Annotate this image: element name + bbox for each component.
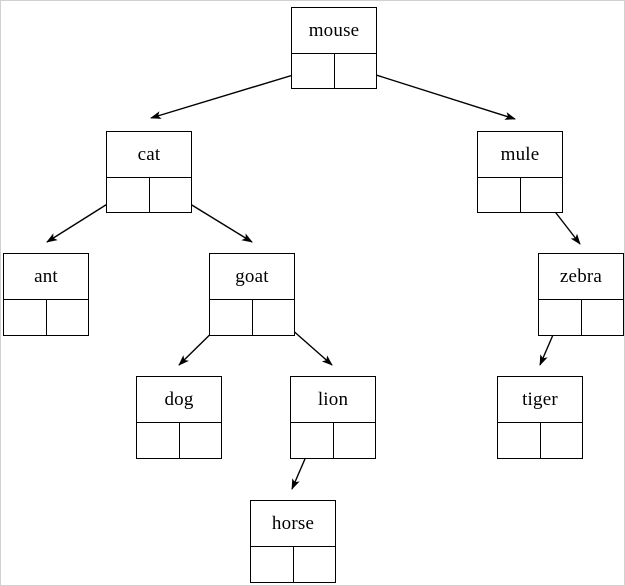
node-pointer-cells — [539, 300, 623, 335]
left-pointer-cell[interactable] — [137, 423, 180, 458]
right-pointer-cell[interactable] — [521, 178, 563, 212]
left-pointer-cell[interactable] — [498, 423, 541, 458]
node-ant[interactable]: ant — [3, 253, 89, 336]
right-pointer-cell[interactable] — [150, 178, 192, 212]
node-label: horse — [251, 501, 335, 547]
left-pointer-cell[interactable] — [291, 423, 334, 458]
left-pointer-cell[interactable] — [292, 54, 335, 88]
node-label: tiger — [498, 377, 582, 423]
node-label: cat — [107, 132, 191, 178]
node-cat[interactable]: cat — [106, 131, 192, 213]
node-label: ant — [4, 254, 88, 300]
node-horse[interactable]: horse — [250, 500, 336, 583]
right-pointer-cell[interactable] — [253, 300, 295, 335]
node-tiger[interactable]: tiger — [497, 376, 583, 459]
node-pointer-cells — [292, 54, 376, 88]
right-pointer-cell[interactable] — [582, 300, 624, 335]
node-pointer-cells — [478, 178, 562, 212]
node-lion[interactable]: lion — [290, 376, 376, 459]
node-goat[interactable]: goat — [209, 253, 295, 336]
right-pointer-cell[interactable] — [334, 423, 376, 458]
node-label: mule — [478, 132, 562, 178]
node-mouse[interactable]: mouse — [291, 7, 377, 89]
right-pointer-cell[interactable] — [294, 547, 336, 582]
node-pointer-cells — [4, 300, 88, 335]
node-pointer-cells — [107, 178, 191, 212]
left-pointer-cell[interactable] — [251, 547, 294, 582]
edge-mouse-to-mule — [353, 67, 516, 120]
left-pointer-cell[interactable] — [478, 178, 521, 212]
node-label: zebra — [539, 254, 623, 300]
node-zebra[interactable]: zebra — [538, 253, 624, 336]
right-pointer-cell[interactable] — [335, 54, 377, 88]
right-pointer-cell[interactable] — [47, 300, 89, 335]
right-pointer-cell[interactable] — [541, 423, 583, 458]
left-pointer-cell[interactable] — [539, 300, 582, 335]
node-label: goat — [210, 254, 294, 300]
node-pointer-cells — [291, 423, 375, 458]
node-label: lion — [291, 377, 375, 423]
right-pointer-cell[interactable] — [180, 423, 222, 458]
left-pointer-cell[interactable] — [4, 300, 47, 335]
node-label: dog — [137, 377, 221, 423]
edge-mouse-to-cat — [150, 68, 314, 119]
node-pointer-cells — [251, 547, 335, 582]
node-label: mouse — [292, 8, 376, 54]
left-pointer-cell[interactable] — [210, 300, 253, 335]
node-mule[interactable]: mule — [477, 131, 563, 213]
node-dog[interactable]: dog — [136, 376, 222, 459]
left-pointer-cell[interactable] — [107, 178, 150, 212]
node-pointer-cells — [210, 300, 294, 335]
node-pointer-cells — [498, 423, 582, 458]
node-pointer-cells — [137, 423, 221, 458]
